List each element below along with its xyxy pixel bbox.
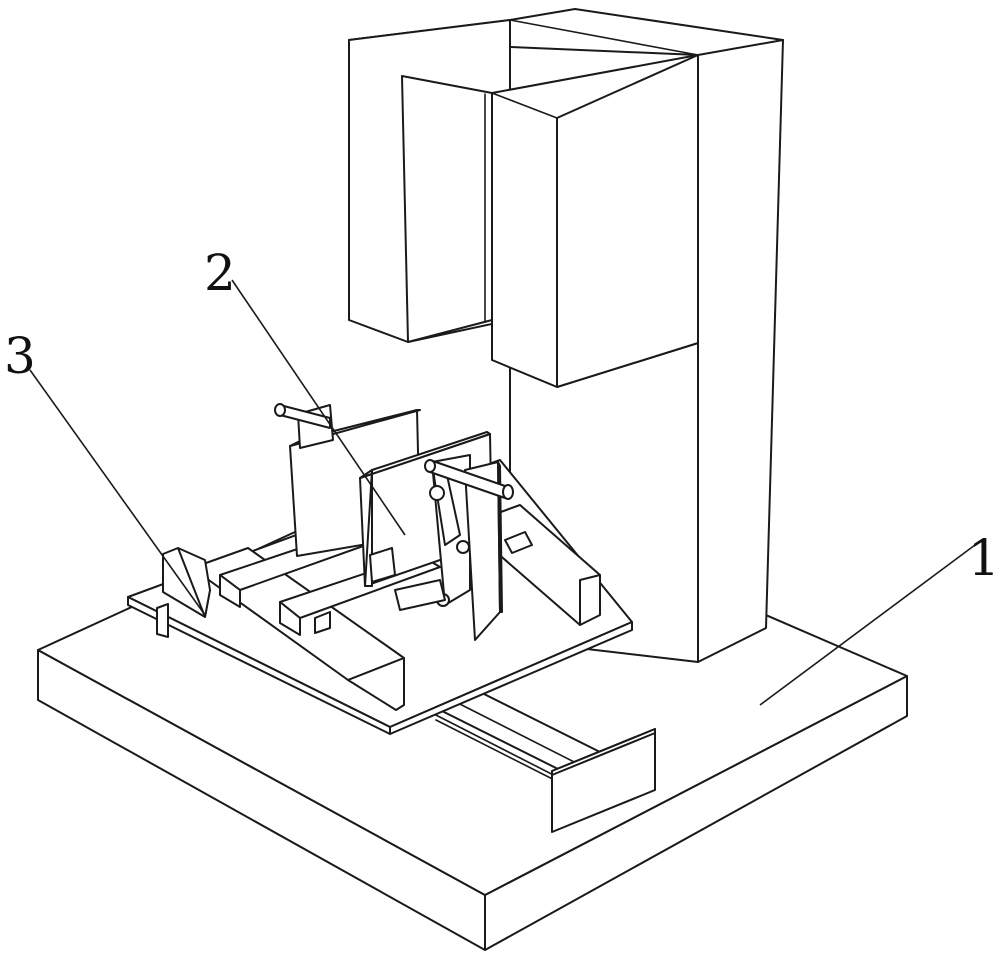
callout-1: 1: [968, 529, 1000, 587]
callout-3: 3: [4, 327, 36, 385]
leader-line-3: [30, 370, 205, 615]
callout-2: 2: [204, 244, 236, 302]
